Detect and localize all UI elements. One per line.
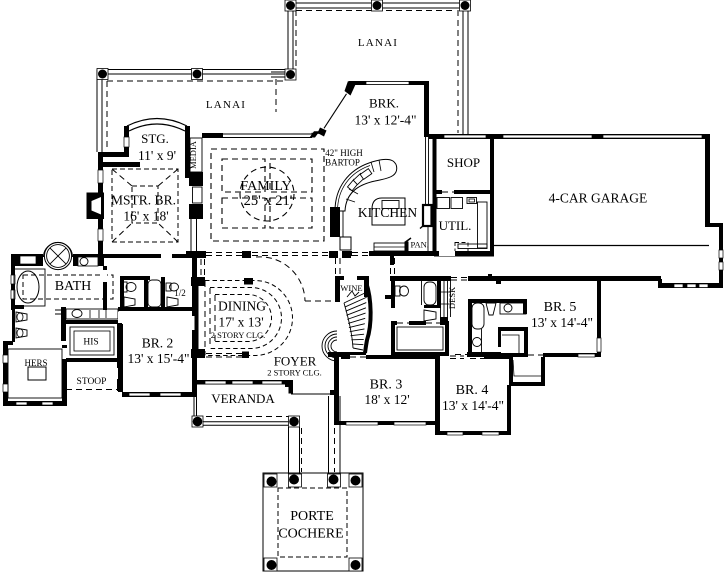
svg-text:HERS: HERS xyxy=(24,358,47,368)
svg-text:BR. 2: BR. 2 xyxy=(142,336,174,351)
svg-text:13' x 15'-4": 13' x 15'-4" xyxy=(127,351,189,366)
svg-text:13' x 12'-4": 13' x 12'-4" xyxy=(354,113,416,128)
svg-text:KITCHEN: KITCHEN xyxy=(358,205,417,220)
svg-text:DINING: DINING xyxy=(218,299,266,314)
svg-text:1/2: 1/2 xyxy=(174,288,186,298)
svg-text:LANAI: LANAI xyxy=(358,37,398,49)
svg-text:18' x 12': 18' x 12' xyxy=(364,392,409,407)
svg-text:PORTE: PORTE xyxy=(290,509,334,524)
svg-text:11' x 9': 11' x 9' xyxy=(138,148,176,163)
svg-text:BR. 3: BR. 3 xyxy=(370,378,403,393)
svg-text:4-CAR GARAGE: 4-CAR GARAGE xyxy=(549,191,648,206)
svg-text:17' x 13': 17' x 13' xyxy=(218,315,263,330)
svg-text:BATH: BATH xyxy=(55,279,92,294)
svg-text:MEDIA: MEDIA xyxy=(188,140,198,169)
svg-text:COCHERE: COCHERE xyxy=(278,527,343,542)
svg-text:FAMILY: FAMILY xyxy=(240,179,291,194)
svg-text:42" HIGH: 42" HIGH xyxy=(325,148,363,158)
svg-text:WINE: WINE xyxy=(340,283,362,293)
svg-text:PAN.: PAN. xyxy=(411,240,429,250)
svg-text:DESK: DESK xyxy=(447,286,457,309)
svg-text:HIS: HIS xyxy=(83,338,98,348)
svg-text:13' x 14'-4": 13' x 14'-4" xyxy=(442,398,504,413)
svg-text:STG.: STG. xyxy=(141,131,169,146)
svg-text:13' x 14'-4": 13' x 14'-4" xyxy=(531,315,593,330)
svg-text:BR. 5: BR. 5 xyxy=(544,300,577,315)
svg-text:STOOP: STOOP xyxy=(77,377,107,387)
svg-text:UTIL.: UTIL. xyxy=(439,218,472,233)
svg-text:25' x 21': 25' x 21' xyxy=(244,193,293,209)
svg-text:MSTR. BR.: MSTR. BR. xyxy=(111,193,176,208)
svg-text:FOYER: FOYER xyxy=(274,354,317,369)
svg-text:BR. 4: BR. 4 xyxy=(456,383,489,398)
svg-text:2 STORY CLG.: 2 STORY CLG. xyxy=(211,330,266,340)
svg-text:VERANDA: VERANDA xyxy=(211,391,275,406)
svg-text:BARTOP: BARTOP xyxy=(325,158,360,168)
svg-text:2 STORY CLG.: 2 STORY CLG. xyxy=(267,368,322,378)
svg-text:SHOP: SHOP xyxy=(447,155,480,170)
svg-text:LANAI: LANAI xyxy=(206,99,246,111)
svg-text:16' x 18': 16' x 18' xyxy=(123,209,168,224)
svg-text:BRK.: BRK. xyxy=(369,96,399,111)
